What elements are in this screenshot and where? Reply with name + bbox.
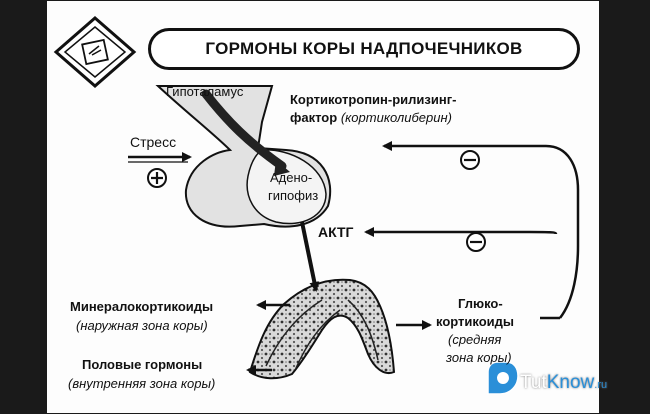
acth-arrow [300,221,320,292]
portal-stalk [201,89,287,171]
minus-circle-icon [466,232,486,252]
adrenal-gland [248,278,396,380]
pituitary-lobe [246,149,327,225]
watermark-ru: .ru [594,379,608,391]
stress-label: Стресс [130,134,177,150]
sex-hormones-label: Половые гормоны [82,357,203,372]
minus-circle-icon [460,150,480,170]
crh-label-synonym: (кортиколиберин) [340,110,452,125]
crh-label-factor: фактор [290,110,338,125]
watermark-tut: Tut [520,372,547,393]
page-title: ГОРМОНЫ КОРЫ НАДПОЧЕЧНИКОВ [205,39,523,58]
pituitary-label-line2: гипофиз [268,188,319,203]
hypothalamus-label: Гипоталамус [166,84,244,99]
pituitary-label-line1: Адено- [270,170,313,185]
plus-circle-icon [147,168,167,188]
feedback-loop-inner [364,227,558,237]
feedback-loop-outer [382,141,580,319]
sex-hormones-zone: (внутренняя зона коры) [68,376,216,391]
glucocorticoids-label-line1: Глюко- [458,296,503,311]
diamond-logo-icon [53,16,137,88]
title-banner: ГОРМОНЫ КОРЫ НАДПОЧЕЧНИКОВ [148,28,580,70]
glucocorticoids-zone-line1: (средняя [448,332,502,347]
watermark-logo-icon [487,361,519,395]
crh-label-line2: фактор (кортиколиберин) [290,110,452,125]
glucocorticoids-label-line2: кортикоиды [436,314,515,329]
mineralocorticoids-zone: (наружная зона коры) [76,318,208,333]
acth-label: АКТГ [318,224,354,240]
glucocorticoids-zone-line2: зона коры) [446,350,512,365]
watermark-text: TutKnow.ru [520,372,607,394]
mineralocorticoids-label: Минералокортикоиды [70,299,214,314]
watermark-know: Know [546,372,595,393]
crh-label-line1: Кортикотропин-рилизинг- [290,92,457,107]
